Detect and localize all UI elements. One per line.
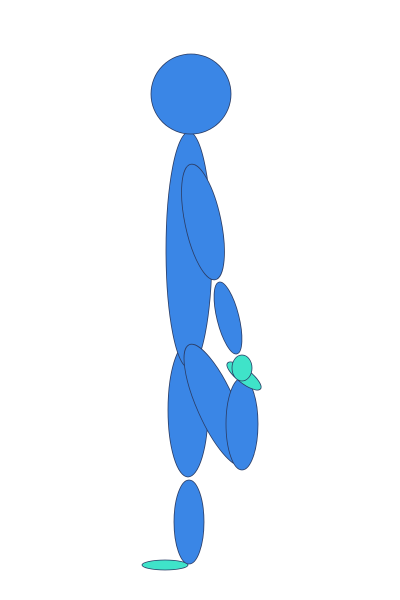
- raised-shin-shape: [225, 377, 259, 471]
- head-shape: [150, 53, 232, 135]
- lower-leg-shape: [173, 479, 205, 565]
- figure: [141, 53, 262, 571]
- foot-shape: [141, 559, 189, 571]
- hand-knuckle-shape: [231, 354, 253, 382]
- upper-arm-shape: [181, 163, 225, 281]
- forearm-shape: [213, 281, 243, 355]
